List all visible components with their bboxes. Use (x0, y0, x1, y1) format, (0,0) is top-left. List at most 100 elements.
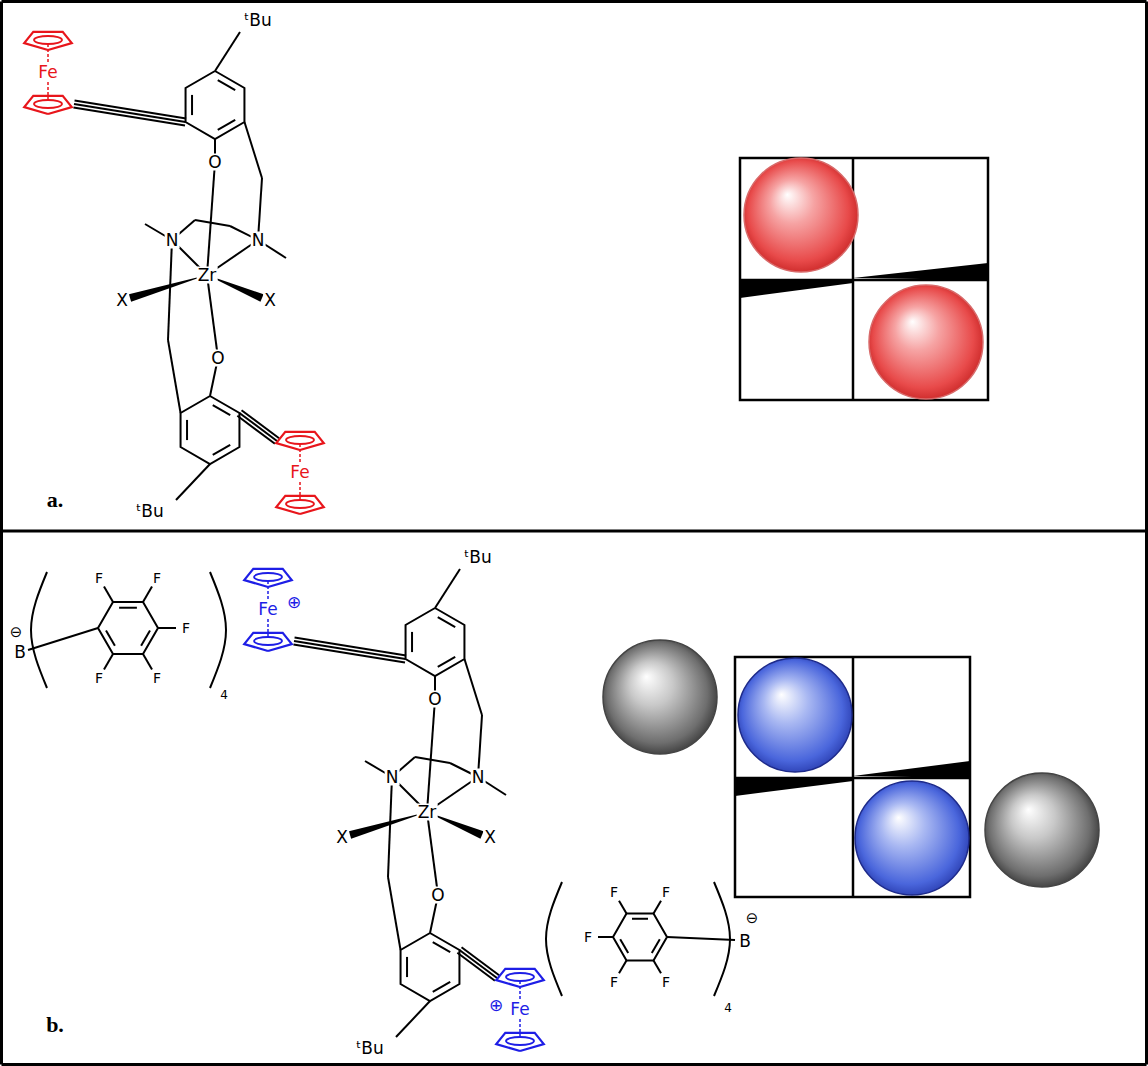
frame-line (1145, 2, 1148, 1065)
bond (215, 32, 240, 71)
bond (654, 901, 662, 914)
double-bond (438, 657, 455, 667)
bond (74, 104, 186, 122)
fe-cp-bond (47, 82, 49, 100)
structure-label: X (263, 292, 277, 309)
bond (244, 122, 262, 178)
complex-structure (244, 569, 544, 1051)
bond (104, 654, 113, 670)
sphere (869, 285, 983, 399)
double-bond (191, 95, 193, 115)
structure-label: N (251, 232, 266, 249)
double-bond (652, 939, 660, 953)
bond (388, 777, 392, 877)
panel-tag: a. (46, 489, 65, 511)
double-bond (218, 120, 235, 130)
wedge-bond (129, 275, 207, 302)
wedge-bond (349, 812, 427, 839)
structure-label: X (483, 829, 497, 846)
double-bond (620, 939, 628, 953)
bond (168, 340, 181, 413)
structure-label: 4 (723, 1002, 733, 1014)
benzene-ring (98, 602, 158, 654)
bond (143, 586, 152, 602)
fe-cp-bond (47, 44, 49, 62)
sphere (738, 658, 852, 772)
bond (158, 627, 176, 629)
bond (667, 937, 735, 940)
cp-ring-inner (34, 100, 62, 108)
bond (75, 101, 187, 119)
double-bond (433, 982, 450, 992)
double-bond (213, 405, 230, 415)
atom-label: F (661, 885, 671, 899)
structure-label: X (335, 829, 349, 846)
parenthesis (210, 572, 226, 688)
bond (239, 413, 277, 441)
cp-ring (244, 569, 292, 587)
double-bond (406, 957, 408, 977)
double-bond (119, 607, 137, 609)
wedge (853, 263, 988, 280)
bond (388, 877, 401, 950)
double-bond (218, 80, 235, 90)
structure-label: B (738, 933, 752, 950)
cp-ring-inner (286, 500, 314, 508)
benzene-ring (401, 933, 460, 1001)
fe-cp-bond (267, 581, 269, 599)
atom-label: F (609, 975, 619, 989)
bond (207, 162, 215, 275)
bond (207, 275, 218, 358)
structure-label: N (165, 232, 180, 249)
bond (427, 699, 435, 812)
cp-ring-inner (506, 1037, 534, 1045)
bond (143, 654, 152, 670)
structure-label: Fe (289, 464, 310, 481)
bond (396, 1001, 430, 1037)
borate-structure (546, 882, 735, 996)
atom-label: F (152, 671, 162, 685)
structure-label: ⊖ (9, 625, 24, 640)
bond (464, 659, 482, 715)
frame-line (0, 2, 3, 1065)
bond (427, 812, 438, 895)
frame-line (2, 1063, 1147, 1066)
bond (176, 464, 210, 500)
structure-label: ᵗBu (463, 549, 492, 566)
atom-label: F (609, 885, 619, 899)
bond (168, 240, 172, 340)
double-bond (411, 632, 413, 652)
structure-label: N (471, 769, 486, 786)
benzene-ring (613, 914, 667, 961)
wedge (735, 778, 853, 796)
double-bond (106, 630, 115, 645)
grid-symbol (735, 657, 970, 897)
bond (237, 416, 275, 444)
panel-tag: b. (45, 1014, 65, 1036)
bond (435, 569, 460, 608)
structure-label: Zr (197, 267, 218, 284)
structure-label: 4 (219, 689, 229, 701)
atom-label: F (661, 975, 671, 989)
frame-line (2, 530, 1147, 533)
bond (28, 628, 98, 650)
bond (457, 953, 495, 981)
cp-ring-inner (254, 573, 282, 581)
structure-label: ᵗBu (355, 1040, 384, 1057)
benzene-ring (186, 71, 245, 139)
grid-square (740, 158, 988, 400)
atom-label: F (94, 571, 104, 585)
structure-label: Fe (37, 64, 58, 81)
fe-cp-bond (519, 981, 521, 999)
structure-label: ⊕ (488, 997, 504, 1014)
structure-label: B (13, 644, 27, 661)
fe-cp-bond (267, 619, 269, 637)
double-bond (632, 918, 648, 920)
double-bond (186, 420, 188, 440)
bond (294, 641, 406, 659)
structure-label: ᵗBu (135, 503, 164, 520)
bond (195, 220, 230, 226)
double-bond (438, 617, 455, 627)
